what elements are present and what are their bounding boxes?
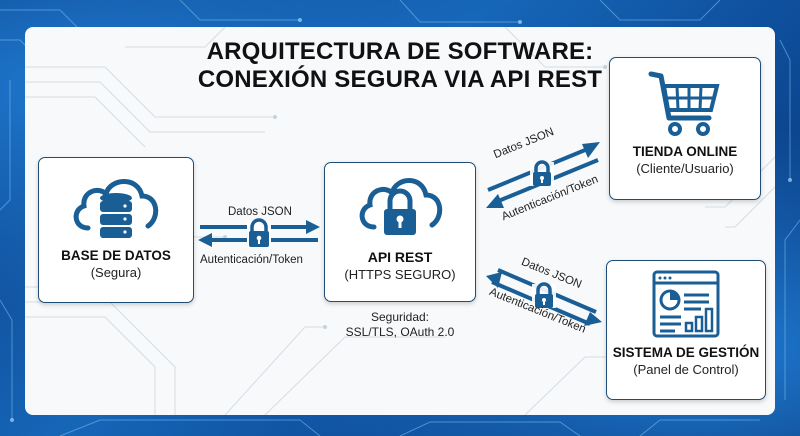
link-api-management-arrows xyxy=(486,268,602,326)
dashboard-icon xyxy=(652,270,720,338)
node-store-sub: (Cliente/Usuario) xyxy=(636,161,734,176)
title-line-1: ARQUITECTURA DE SOFTWARE: xyxy=(206,38,594,65)
cloud-lock-icon xyxy=(359,178,443,235)
security-note-line-1: Seguridad: xyxy=(370,310,430,324)
lock-icon xyxy=(532,282,556,308)
node-management-sub: (Panel de Control) xyxy=(633,362,739,377)
cloud-database-icon xyxy=(73,179,159,238)
circuit-traces-decoration xyxy=(25,27,775,415)
node-database-sub: (Segura) xyxy=(90,265,142,280)
shopping-cart-icon xyxy=(648,71,720,136)
link-db-api-top-label: Datos JSON xyxy=(228,206,292,218)
lock-icon xyxy=(247,218,271,247)
node-tienda-online[interactable]: TIENDA ONLINE (Cliente/Usuario) xyxy=(609,57,761,200)
node-management-label: SISTEMA DE GESTIÓN xyxy=(612,345,760,360)
security-note-line-2: SSL/TLS, OAuth 2.0 xyxy=(345,325,455,339)
link-db-api-bottom-label: Autenticación/Token xyxy=(200,254,303,266)
title-line-2: CONEXIÓN SEGURA VIA API REST xyxy=(197,66,603,93)
node-api-rest[interactable]: API REST (HTTPS SEGURO) xyxy=(324,162,476,302)
node-sistema-gestion[interactable]: SISTEMA DE GESTIÓN (Panel de Control) xyxy=(606,260,766,400)
node-store-label: TIENDA ONLINE xyxy=(632,144,738,159)
node-database[interactable]: BASE DE DATOS (Segura) xyxy=(38,157,194,303)
node-api-sub: (HTTPS SEGURO) xyxy=(344,267,456,282)
link-api-store-arrows xyxy=(486,142,600,208)
node-api-label: API REST xyxy=(367,249,433,265)
link-db-api-arrows xyxy=(198,218,320,247)
page-title: ARQUITECTURA DE SOFTWARE: CONEXIÓN SEGUR… xyxy=(0,38,800,94)
lock-icon xyxy=(530,160,554,186)
security-note: Seguridad: SSL/TLS, OAuth 2.0 xyxy=(324,310,476,340)
node-database-label: BASE DE DATOS xyxy=(61,248,171,263)
